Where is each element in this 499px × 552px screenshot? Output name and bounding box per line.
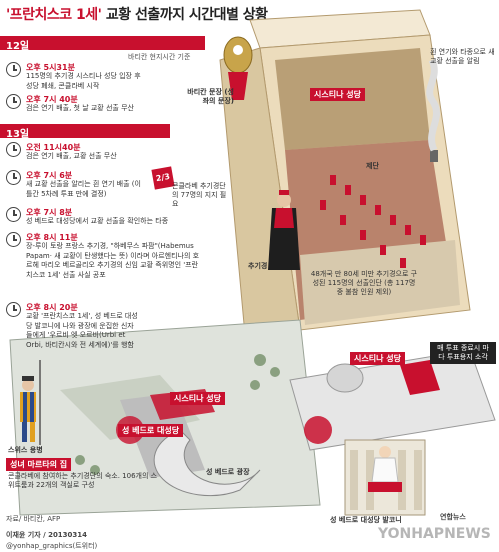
event-text: 성 베드로 대성당에서 교황 선출을 확인하는 타종	[26, 217, 169, 225]
event-time: 오후 8시 20분	[26, 303, 78, 312]
stove-caption: 매 투표 종료시 마다 투표용지 소각	[430, 342, 496, 364]
santa-marta-caption: 콘클라베에 참여하는 추기경단의 숙소. 106개의 스위트룸과 22개의 객실…	[8, 472, 158, 489]
event-time: 오후 7시 40분	[26, 95, 78, 104]
watermark: YONHAPNEWS	[378, 526, 491, 542]
event-text: 장-루이 토랑 프랑스 추기경, "하베무스 파팜"(Habemus Papam…	[26, 242, 200, 279]
square-label: 성 베드로 광장	[206, 468, 250, 476]
clock-icon	[6, 62, 21, 77]
twitter-handle: @yonhap_graphics(트위터)	[6, 542, 98, 550]
source-note: 자료/ 바티칸, AFP	[6, 515, 61, 523]
cardinal-figure	[268, 190, 300, 270]
event-text: 검은 연기 배출, 교황 선출 무산	[26, 152, 117, 160]
agency-logo: 연합뉴스	[440, 513, 466, 521]
event-time: 오후 7시 8분	[26, 208, 73, 217]
smoke-caption: 흰 연기와 타종으로 새 교황 선출을 알림	[430, 48, 495, 65]
vatican-emblem	[223, 36, 253, 100]
sistine-map-label-right: 시스티나 성당	[350, 352, 405, 365]
electors-caption: 48개국 만 80세 미만 추기경으로 구성된 115명의 선출인단 (총 11…	[310, 270, 418, 296]
swiss-guard-figure	[20, 360, 41, 445]
event-time: 오후 7시 6분	[26, 171, 73, 180]
day-13-header: 13일	[0, 124, 170, 140]
two-thirds-caption: 콘클라베 추기경단의 77명의 지지 필요	[172, 182, 227, 208]
event-time: 오전 11시40분	[26, 143, 81, 152]
swiss-guard-label: 스위스 용병	[8, 446, 43, 454]
event-text: 115명의 추기경 시스티나 성당 입장 후 성당 폐쇄, 콘클라베 시작	[26, 72, 141, 90]
title-highlight: '프란치스코 1세'	[6, 7, 102, 23]
clock-icon	[6, 302, 21, 317]
clock-icon	[6, 142, 21, 157]
sistine-chapel-label: 시스티나 성당	[310, 88, 365, 101]
page-title: '프란치스코 1세' 교황 선출까지 시간대별 상황	[6, 4, 268, 24]
clock-icon	[6, 232, 21, 247]
event-text: 교황 '프란치스코 1세', 성 베드로 대성당 발코니에 나와 광장에 운집한…	[26, 312, 138, 349]
credit-line: 이재윤 기자 / 20130314	[6, 531, 88, 539]
day-12-header: 12일	[0, 36, 205, 52]
balcony-label: 성 베드로 대성당 발코니	[330, 516, 402, 524]
basilica-illustration	[289, 349, 496, 451]
timezone-note: 바티칸 현지시간 기준	[128, 53, 191, 61]
event-text: 새 교황 선출을 알리는 흰 연기 배출 (이틀간 5차례 투표 만에 결정)	[26, 180, 141, 198]
title-rest: 교황 선출까지 시간대별 상황	[101, 7, 268, 23]
cardinal-label: 추기경	[248, 262, 268, 270]
santa-marta-title: 성녀 마르타의 집	[6, 458, 72, 471]
sistine-chapel-illustration	[219, 9, 471, 336]
clock-icon	[6, 94, 21, 109]
vatican-emblem-caption: 바티칸 문장 (성좌의 문장)	[187, 88, 234, 105]
clock-icon	[6, 207, 21, 222]
altar-label: 제단	[366, 162, 379, 170]
event-time: 오후 5시31분	[26, 63, 75, 72]
event-text: 검은 연기 배출, 첫 날 교황 선출 무산	[26, 104, 134, 112]
sistine-map-label: 시스티나 성당	[170, 392, 225, 405]
basilica-label: 성 베드로 대성당	[118, 424, 184, 437]
event-time: 오후 8시 11분	[26, 233, 78, 242]
balcony-illustration	[344, 439, 426, 516]
clock-icon	[6, 170, 21, 185]
